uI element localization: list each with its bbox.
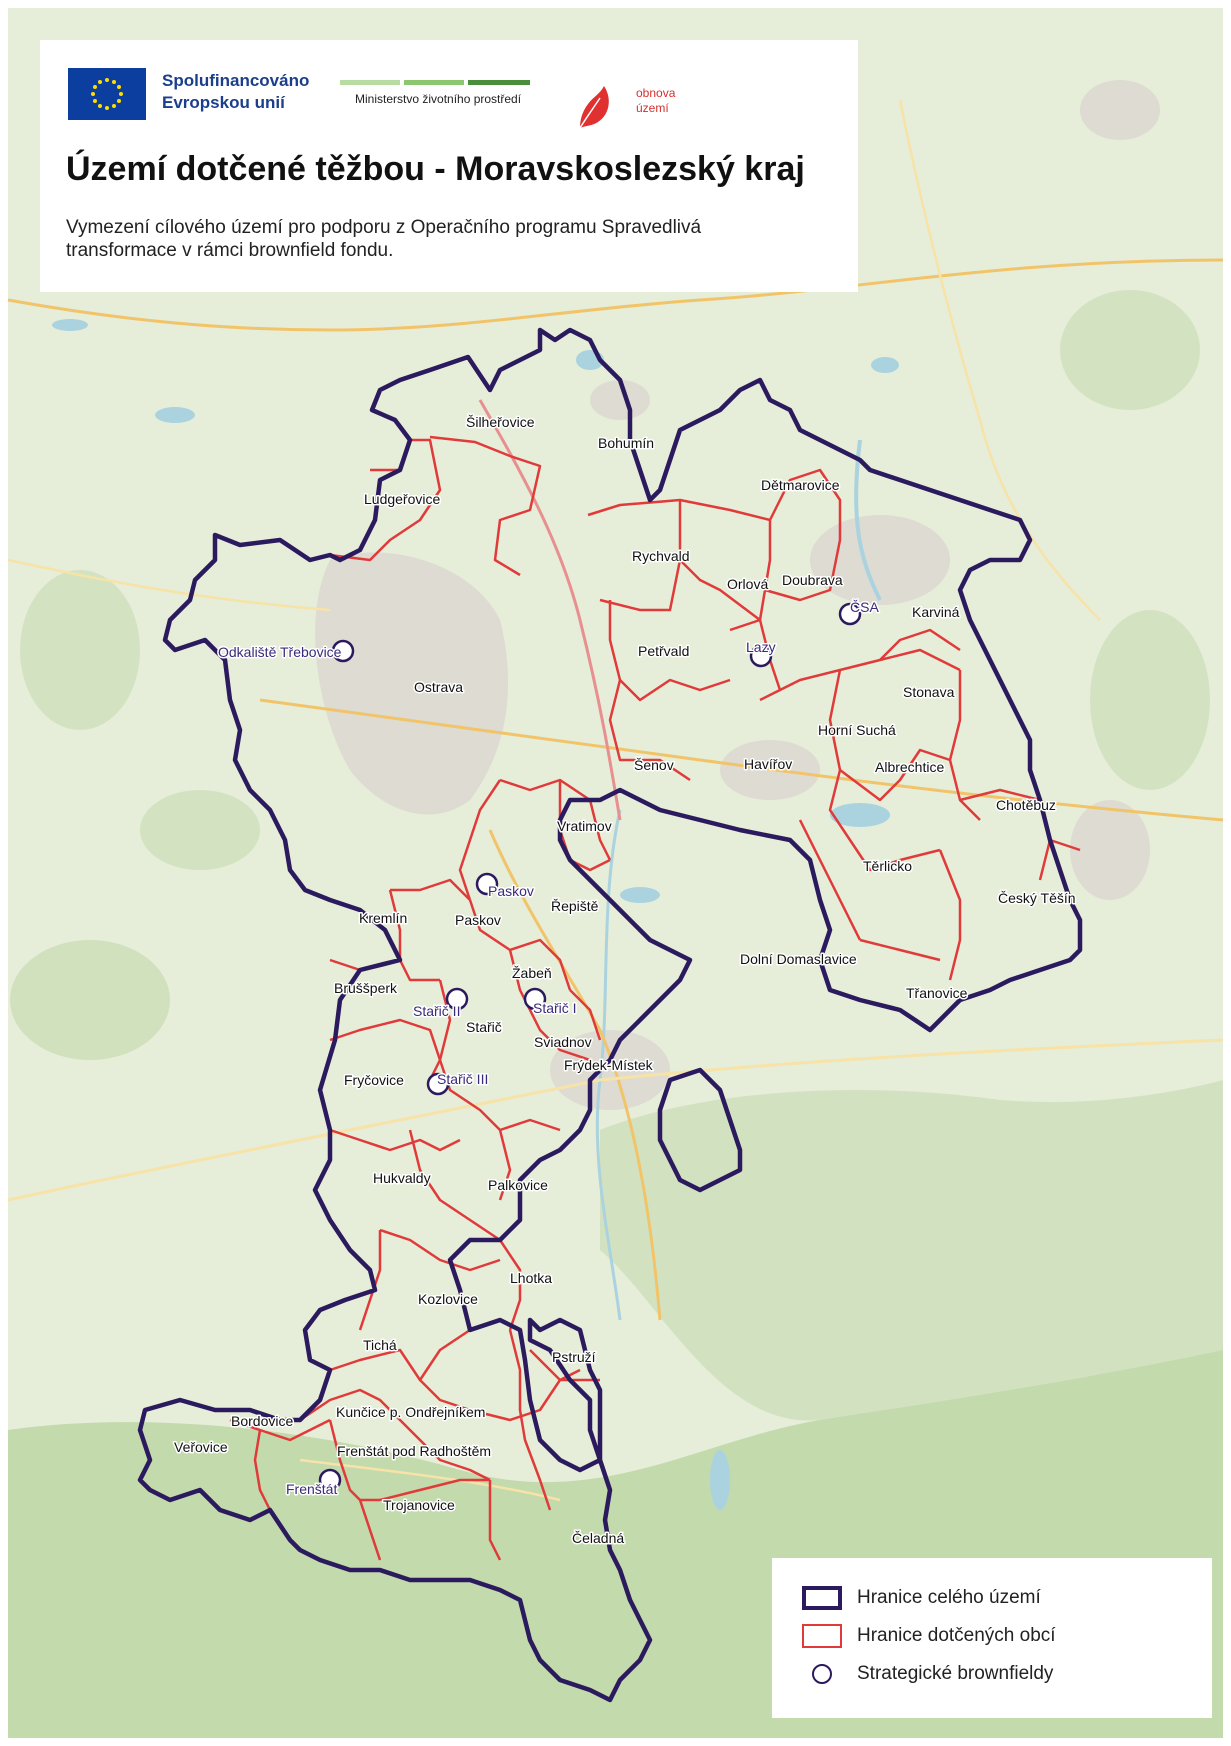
label-orlova: Orlová xyxy=(727,576,768,592)
obnova-uzemi-text: obnova území xyxy=(636,86,675,116)
brownfield-markers xyxy=(318,602,862,1492)
label-verovice: Veřovice xyxy=(174,1439,228,1455)
label-brusperk: Bruššperk xyxy=(334,980,398,996)
brownfield-odkaliste-trebovice-marker xyxy=(331,639,355,663)
brownfield-staric-i-marker xyxy=(523,987,547,1011)
brownfield-lazy-marker xyxy=(749,644,773,668)
eu-flag-icon xyxy=(68,68,146,120)
label-petrvald: Petřvald xyxy=(638,643,689,659)
label-palkovice: Palkovice xyxy=(488,1177,548,1193)
label-rychvald: Rychvald xyxy=(632,548,690,564)
header-panel: Spolufinancováno Evropskou unií Minister… xyxy=(40,40,858,292)
map-frame-right xyxy=(1223,0,1231,1746)
ministry-bar-2 xyxy=(404,80,464,85)
label-ludgerovice: Ludgeřovice xyxy=(364,491,440,507)
label-frydek-mistek: Frýdek-Místek xyxy=(564,1057,654,1073)
label-bf-odkaliste-trebovice: Odkaliště Třebovice xyxy=(218,644,342,660)
label-bf-paskov: Paskov xyxy=(488,883,534,899)
label-vratimov: Vratimov xyxy=(557,818,612,834)
label-tranovice: Třanovice xyxy=(906,985,968,1001)
brownfield-staric-ii-marker xyxy=(445,987,469,1011)
brownfield-labels: Odkaliště Třebovice ČSA Lazy Paskov Stař… xyxy=(217,598,881,1499)
label-terlicko: Těrlicko xyxy=(863,858,912,874)
label-bf-lazy: Lazy xyxy=(746,639,776,655)
label-doubrava: Doubrava xyxy=(782,572,843,588)
label-bordovice: Bordovice xyxy=(231,1413,293,1429)
label-karvina: Karviná xyxy=(912,604,960,620)
label-stonava: Stonava xyxy=(903,684,955,700)
label-havirov: Havířov xyxy=(744,756,792,772)
brownfield-paskov-marker xyxy=(475,872,499,896)
eu-cofunding-text: Spolufinancováno Evropskou unií xyxy=(162,70,309,114)
roads xyxy=(7,99,1224,1502)
ministry-bar-3 xyxy=(468,80,530,85)
label-trojanovice: Trojanovice xyxy=(383,1497,455,1513)
brownfield-staric-iii-marker xyxy=(426,1072,450,1096)
map-frame-left xyxy=(0,0,8,1746)
outer-boundary-island xyxy=(657,1067,743,1193)
label-bf-staric-iii: Stařič III xyxy=(437,1071,488,1087)
eu-line-1: Spolufinancováno xyxy=(162,71,310,90)
brownfield-csa-marker xyxy=(838,602,862,626)
map-subtitle: Vymezení cílového území pro podporu z Op… xyxy=(66,217,702,261)
label-lhotka: Lhotka xyxy=(510,1270,552,1286)
label-zaben: Žabeň xyxy=(512,965,552,981)
legend-panel: Hranice celého území Hranice dotčených o… xyxy=(772,1558,1212,1718)
eu-line-2: Evropskou unií xyxy=(162,93,285,112)
obnova-line-1: obnova xyxy=(636,86,676,100)
municipal-boundaries xyxy=(229,435,1081,1561)
label-bf-csa: ČSA xyxy=(850,599,879,615)
label-hukvaldy: Hukvaldy xyxy=(373,1170,431,1186)
leaf-logo-icon xyxy=(574,84,614,130)
legend-outer-label: Hranice celého území xyxy=(857,1587,1041,1608)
label-senov: Šenov xyxy=(634,757,674,773)
label-paskov: Paskov xyxy=(455,912,501,928)
label-sviadnov: Sviadnov xyxy=(534,1034,592,1050)
label-dolni-domaslavice: Dolní Domaslavice xyxy=(740,951,857,967)
label-chotebuz: Chotěbuz xyxy=(996,797,1056,813)
obnova-line-2: území xyxy=(636,101,669,115)
label-ostrava: Ostrava xyxy=(414,679,463,695)
legend-brownfield-icon xyxy=(812,1664,832,1684)
ministry-name: Ministerstvo životního prostředí xyxy=(355,92,522,106)
map-frame-bottom xyxy=(0,1738,1231,1746)
urban-areas xyxy=(315,80,1160,1110)
label-celadna: Čeladná xyxy=(572,1530,624,1546)
legend-municipal-swatch xyxy=(802,1624,842,1648)
label-cesky-tesin: Český Těšín xyxy=(998,890,1076,906)
label-horni-sucha: Horní Suchá xyxy=(818,722,896,738)
label-detmarovice: Dětmarovice xyxy=(761,477,840,493)
label-ticha: Tichá xyxy=(363,1337,397,1353)
label-kremlin: Kremlín xyxy=(359,910,407,926)
label-staric: Stařič xyxy=(466,1019,502,1035)
municipality-labels: Šilheřovice Bohumín Ludgeřovice Dětmarov… xyxy=(173,413,1078,1548)
map-frame-top xyxy=(0,0,1231,8)
label-bohumin: Bohumín xyxy=(598,435,654,451)
label-frycovice: Fryčovice xyxy=(344,1072,404,1088)
outer-boundary xyxy=(137,327,1083,1703)
label-repiste: Řepiště xyxy=(551,898,599,914)
legend-municipal-label: Hranice dotčených obcí xyxy=(857,1625,1056,1646)
legend-outer-swatch xyxy=(802,1586,842,1610)
legend-brownfield-label: Strategické brownfieldy xyxy=(857,1663,1054,1684)
label-kuncice: Kunčice p. Ondřejníkem xyxy=(336,1404,485,1420)
brownfield-frenstat-marker xyxy=(318,1468,342,1492)
label-bf-frenstat: Frenštát xyxy=(286,1481,337,1497)
label-kozlovice: Kozlovice xyxy=(418,1291,478,1307)
label-bf-staric-ii: Stařič II xyxy=(413,1003,460,1019)
label-pstruzi: Pstruží xyxy=(552,1349,596,1365)
ministry-bar-1 xyxy=(340,80,400,85)
label-frenstat-pod-radhostem: Frenštát pod Radhoštěm xyxy=(337,1443,491,1459)
map-title: Území dotčené těžbou - Moravskoslezský k… xyxy=(66,150,805,188)
label-silherovice: Šilheřovice xyxy=(466,414,535,430)
label-bf-staric-i: Stařič I xyxy=(533,1000,577,1016)
label-albrechtice: Albrechtice xyxy=(875,759,944,775)
